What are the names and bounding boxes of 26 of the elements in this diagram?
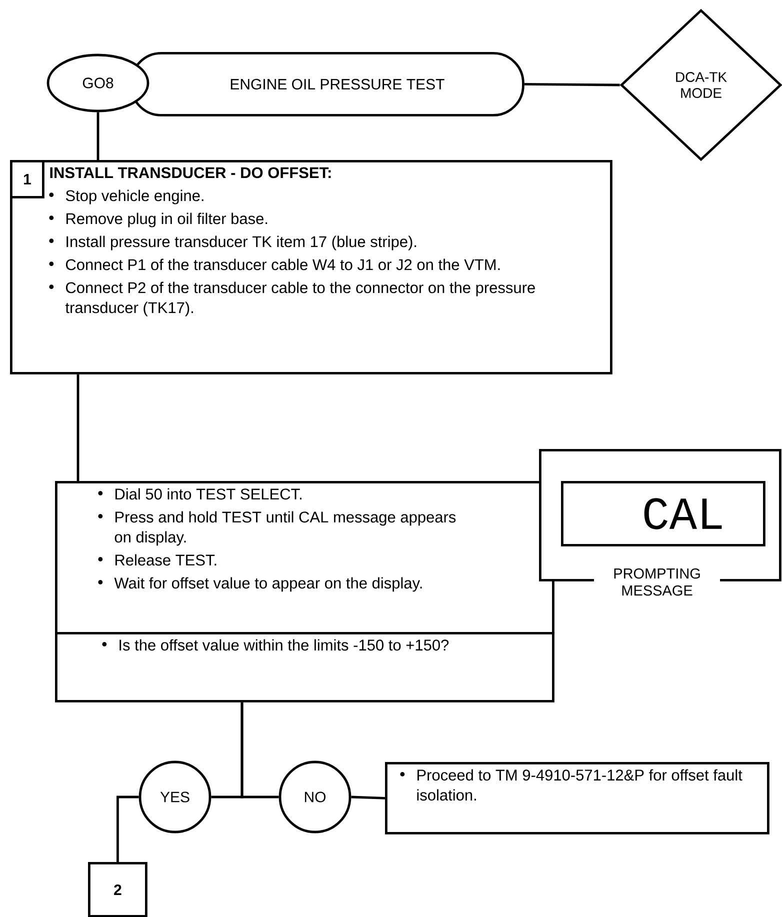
bullet-item: Proceed to TM 9-4910-571-12&P for offset fault isolation. — [400, 769, 742, 801]
bullet-item: Remove plug in oil filter base. — [49, 212, 268, 228]
step-number-box: 2 — [88, 862, 148, 917]
step-number-box: 1 — [10, 160, 44, 198]
bullet-item: Release TEST. — [98, 554, 216, 566]
question-box — [55, 632, 554, 702]
bullet-item: Stop vehicle engine. — [49, 190, 204, 204]
bullet-item: Press and hold TEST until CAL message appears on display. — [98, 511, 456, 546]
connector-line — [240, 702, 279, 798]
bullet-item: Is the offset value within the limits -150 to +150? — [102, 639, 449, 651]
connector-line — [524, 83, 620, 86]
node-label: MESSAGE — [622, 585, 692, 596]
step-heading: INSTALL TRANSDUCER - DO OFFSET: — [50, 167, 331, 178]
bullet-item: Install pressure transducer TK item 17 (blue stripe). — [49, 236, 416, 250]
step-box — [10, 160, 612, 374]
bullet-item: Wait for offset value to appear on the display. — [98, 577, 422, 592]
result-box — [385, 762, 770, 834]
connector-line — [76, 374, 80, 481]
bullet-item: Connect P1 of the transducer cable W4 to J1 or J2 on the VTM. — [49, 258, 500, 270]
connector-line — [351, 796, 386, 800]
connector-line — [96, 112, 100, 160]
display-screen: CAL — [561, 481, 766, 546]
connector-line — [116, 796, 139, 862]
bullet-item: Connect P2 of the transducer cable to the connector on the pressure transducer (TK17). — [49, 282, 535, 316]
step-oval: GO8 — [46, 54, 150, 112]
bullet-item: Dial 50 into TEST SELECT. — [98, 488, 302, 500]
